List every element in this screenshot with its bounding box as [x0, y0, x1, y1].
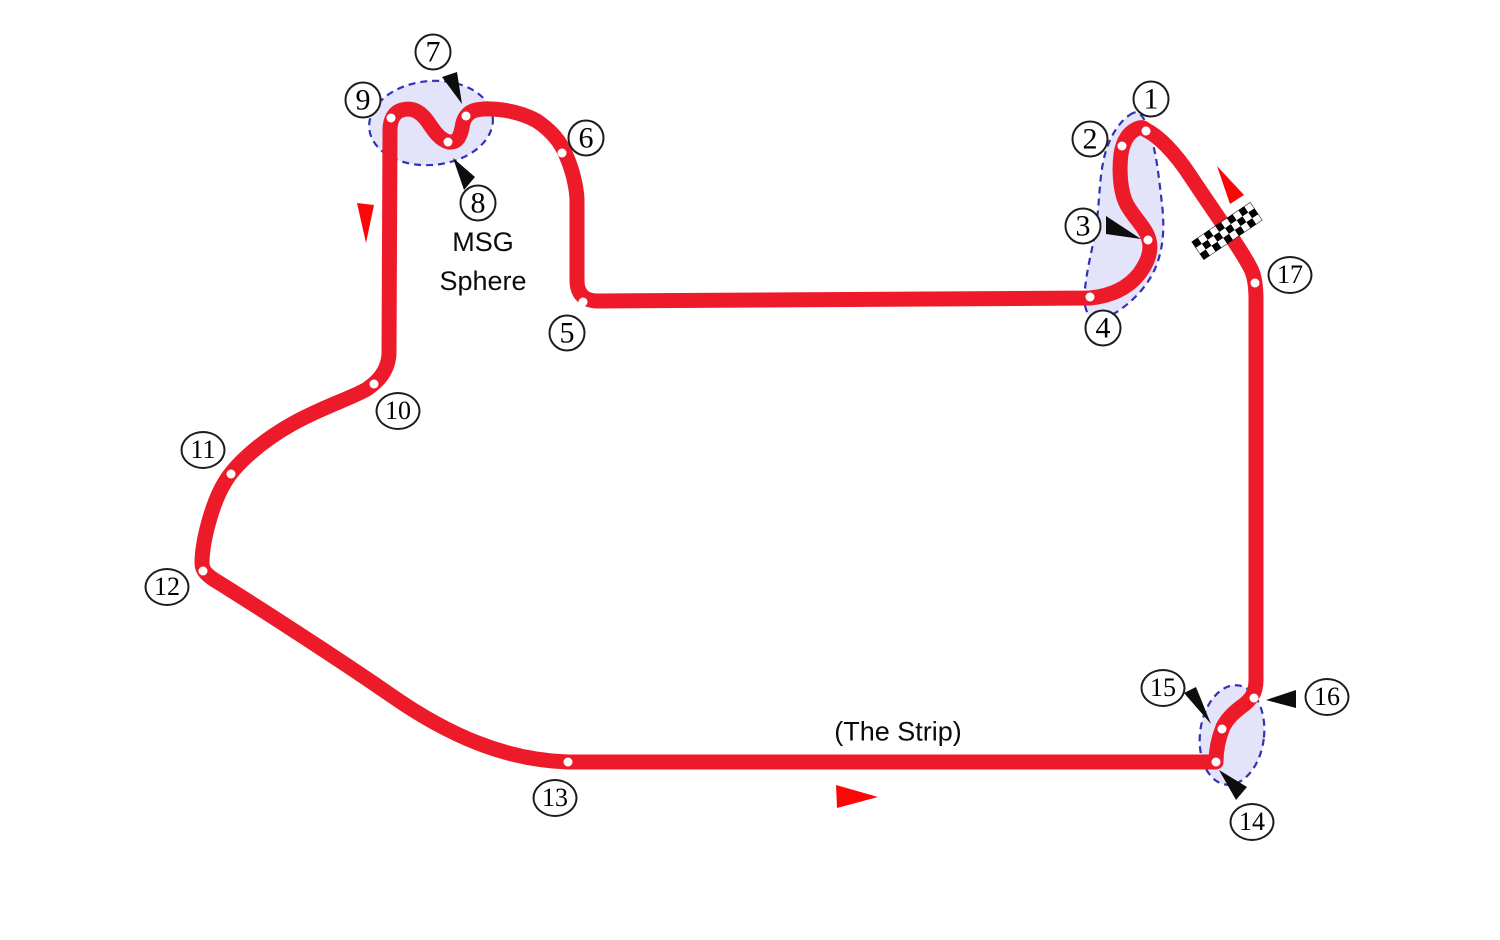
flag-cell — [1244, 202, 1255, 213]
turn-label-2: 2 — [1071, 120, 1109, 158]
corner-dot-8 — [443, 137, 453, 147]
corner-dot-16 — [1249, 693, 1259, 703]
pointer-turn-8-icon — [453, 158, 475, 190]
corner-dot-12 — [198, 566, 208, 576]
corner-dot-15 — [1217, 724, 1227, 734]
label-pointers — [442, 72, 1296, 800]
corner-dot-3 — [1143, 235, 1153, 245]
flag-cell — [1197, 234, 1208, 244]
flag-cell — [1232, 210, 1243, 221]
msg-sphere-label: MSG Sphere — [439, 223, 526, 301]
corner-dots — [198, 111, 1260, 767]
corner-dot-5 — [578, 297, 588, 307]
msg-sphere-line2: Sphere — [439, 266, 527, 296]
corner-dot-2 — [1117, 141, 1127, 151]
turn-label-17: 17 — [1267, 256, 1313, 294]
flag-cell — [1242, 212, 1253, 223]
direction-arrow-start-icon — [1217, 166, 1244, 204]
corner-dot-11 — [226, 469, 236, 479]
flag-cell — [1252, 214, 1262, 225]
corner-dot-9 — [386, 113, 396, 123]
flag-cell — [1219, 228, 1229, 238]
the-strip-label: (The Strip) — [834, 716, 962, 747]
flag-cell — [1221, 218, 1231, 229]
turn-label-10: 10 — [375, 392, 421, 430]
corner-dot-17 — [1250, 278, 1260, 288]
turn-label-8: 8 — [459, 184, 497, 222]
turn-label-15: 15 — [1140, 669, 1186, 707]
turn-label-7: 7 — [414, 33, 452, 71]
start-finish-flag-icon — [1191, 202, 1263, 260]
turn-label-12: 12 — [144, 568, 190, 606]
direction-arrow-right-icon — [836, 785, 878, 808]
turn-label-1: 1 — [1132, 80, 1170, 118]
pointer-turn-14-icon — [1219, 770, 1247, 800]
sector-highlights — [368, 79, 1266, 786]
pointer-turn-16-icon — [1266, 690, 1296, 708]
msg-sphere-line1: MSG — [452, 227, 514, 257]
corner-dot-10 — [369, 379, 379, 389]
turn-label-6: 6 — [567, 119, 605, 157]
corner-dot-6 — [557, 148, 567, 158]
corner-dot-7 — [461, 111, 471, 121]
turn-label-9: 9 — [344, 81, 382, 119]
flag-cell — [1230, 220, 1241, 230]
corner-dot-1 — [1141, 126, 1151, 136]
pointer-turn-3-icon — [1106, 216, 1141, 239]
flag-cell — [1196, 243, 1206, 254]
flag-cell — [1205, 245, 1216, 256]
turn-label-16: 16 — [1304, 678, 1350, 716]
flag-cell — [1209, 226, 1220, 236]
turn-label-3: 3 — [1064, 207, 1102, 245]
flag-cell — [1217, 237, 1228, 248]
pointer-turn-7-icon — [442, 72, 462, 104]
flag-cell — [1207, 235, 1218, 246]
pointer-turn-15-icon — [1184, 687, 1211, 724]
turn-label-14: 14 — [1229, 803, 1275, 841]
corner-dot-14 — [1211, 757, 1221, 767]
turn-label-4: 4 — [1084, 309, 1122, 347]
flag-cell — [1228, 229, 1239, 240]
direction-arrow-down-icon — [357, 203, 374, 243]
track-path — [194, 101, 1264, 770]
turn-label-5: 5 — [548, 314, 586, 352]
turn-label-13: 13 — [532, 779, 578, 817]
turn-label-11: 11 — [180, 431, 226, 469]
direction-arrows — [357, 166, 1244, 808]
corner-dot-4 — [1085, 292, 1095, 302]
corner-dot-13 — [563, 757, 573, 767]
flag-cell — [1240, 222, 1251, 232]
